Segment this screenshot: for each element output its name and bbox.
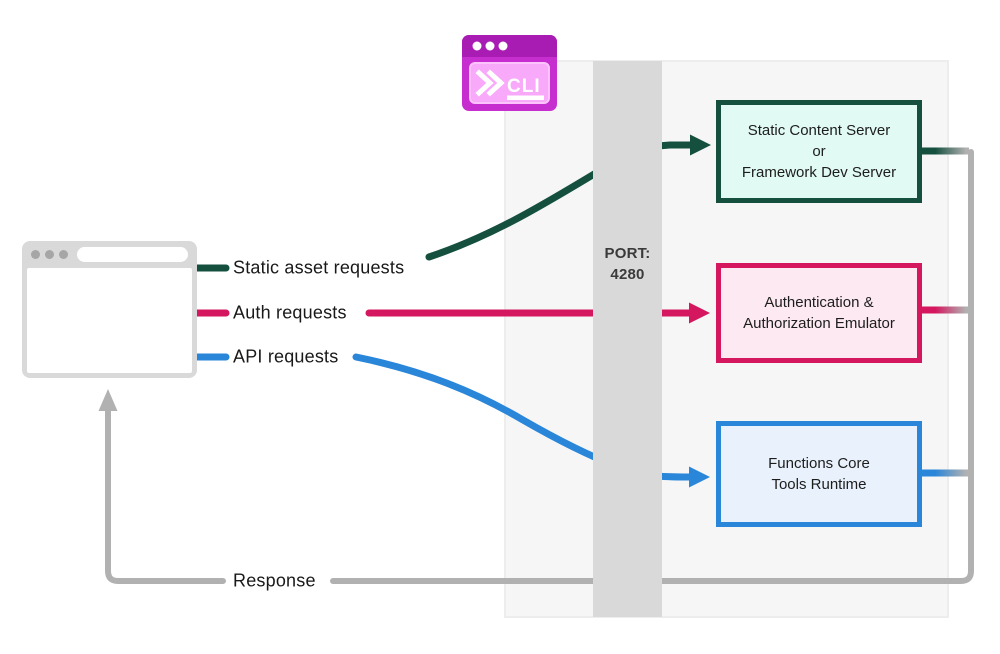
browser-dot-icon xyxy=(59,250,68,259)
auth-request-arrowhead xyxy=(689,302,710,324)
static-content-server-line1: Static Content Server xyxy=(747,121,891,139)
api-request-arrowhead xyxy=(689,466,710,488)
port-bar xyxy=(593,61,662,617)
browser-toolbar xyxy=(22,241,197,268)
static-request-arrowhead xyxy=(690,134,711,156)
response-line-left xyxy=(105,406,226,584)
static-content-server-line2: or xyxy=(812,142,826,160)
auth-emulator-box: Authentication & Authorization Emulator xyxy=(716,263,922,363)
cli-chevron-icon xyxy=(486,69,505,97)
browser-dot-icon xyxy=(31,250,40,259)
port-label-line1: PORT: xyxy=(604,245,651,262)
functions-runtime-box: Functions Core Tools Runtime xyxy=(716,421,922,527)
static-content-server-line3: Framework Dev Server xyxy=(741,164,897,182)
cli-label: CLI xyxy=(507,76,541,97)
cli-chevron-icon xyxy=(475,69,494,97)
cli-dot-icon xyxy=(485,41,495,51)
browser-dot-icon xyxy=(45,250,54,259)
auth-emulator-line2: Authorization Emulator xyxy=(743,315,895,332)
cli-window-titlebar xyxy=(462,35,557,57)
auth-emulator-line1: Authentication & xyxy=(764,293,874,311)
browser-addressbar xyxy=(77,247,188,262)
response-line-right xyxy=(330,149,974,584)
browser-window-icon xyxy=(22,241,197,378)
functions-runtime-line2: Tools Runtime xyxy=(771,476,867,493)
static-requests-label: Static asset requests xyxy=(233,257,405,278)
functions-runtime-line1: Functions Core xyxy=(768,454,870,472)
static-content-server-box: Static Content Server or Framework Dev S… xyxy=(716,100,922,203)
port-label-line2: 4280 xyxy=(610,266,645,283)
api-requests-label: API requests xyxy=(233,346,339,367)
browser-viewport xyxy=(27,268,192,373)
cli-dot-icon xyxy=(498,41,508,51)
auth-requests-label: Auth requests xyxy=(233,302,347,323)
port-label: PORT: 4280 xyxy=(593,243,662,285)
response-label: Response xyxy=(233,570,316,591)
response-arrowhead xyxy=(98,389,118,411)
cli-window-icon: CLI xyxy=(462,35,557,111)
cli-dot-icon xyxy=(472,41,482,51)
cli-underline xyxy=(507,95,544,100)
